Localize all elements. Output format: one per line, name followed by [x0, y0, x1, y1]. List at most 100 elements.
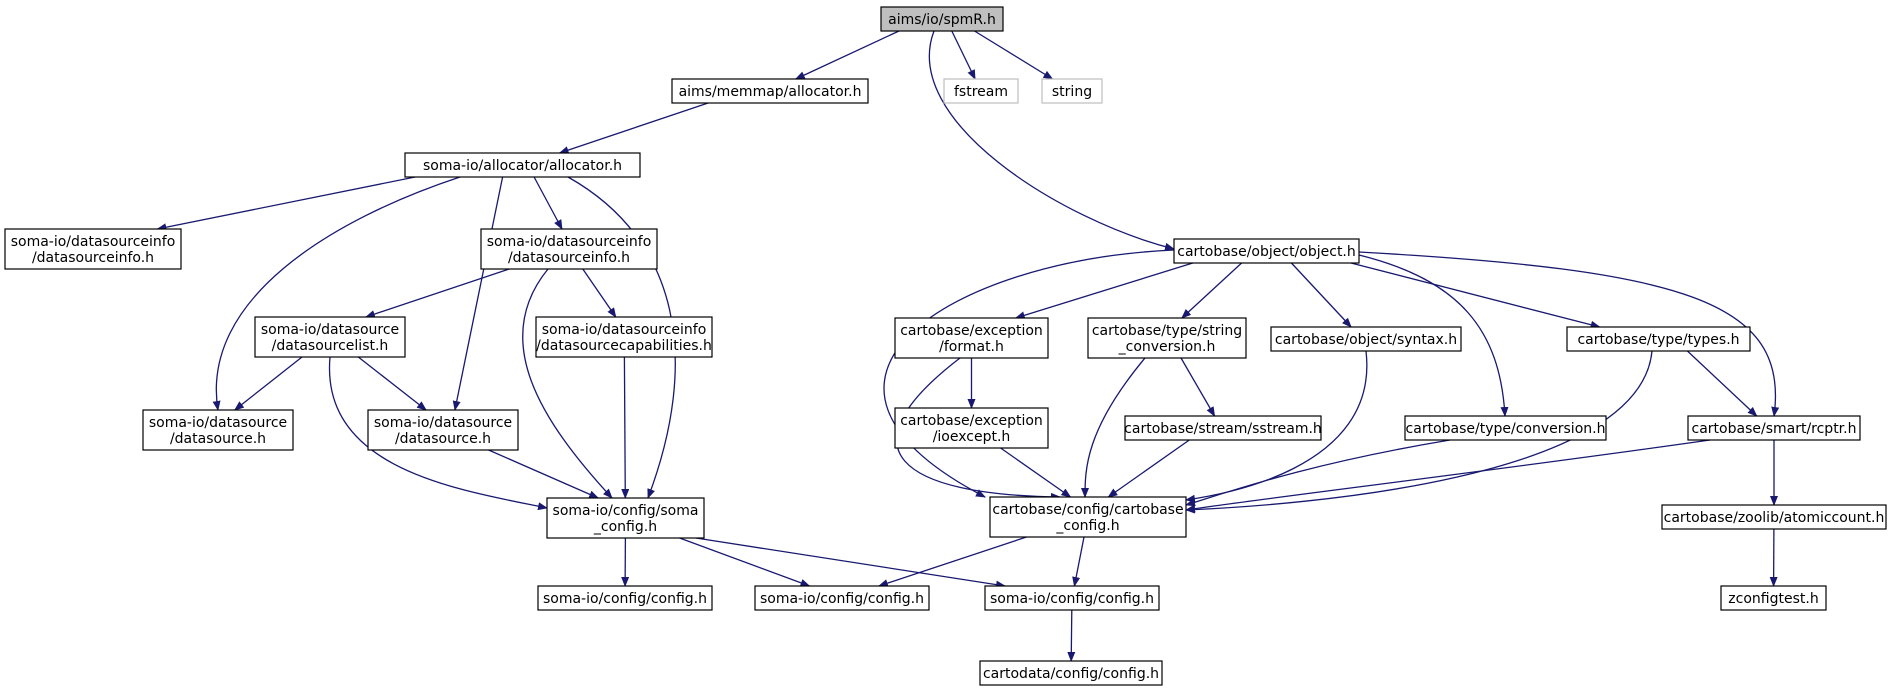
- node-label: string: [1052, 84, 1092, 100]
- node-rcptr[interactable]: cartobase/smart/rcptr.h: [1687, 415, 1861, 441]
- edge-somaalloc-to-dsinfo2: [533, 176, 563, 230]
- node-box: [1720, 585, 1827, 611]
- node-strconv[interactable]: cartobase/type/string_conversion.h: [1087, 317, 1247, 359]
- node-dsinfo1[interactable]: soma-io/datasourceinfo/datasourceinfo.h: [4, 228, 182, 270]
- node-box: [979, 660, 1163, 686]
- node-box: [537, 585, 713, 611]
- edge-dsinfo2-to-somaconfig: [522, 268, 613, 499]
- node-box: [1566, 326, 1751, 352]
- edge-rcptr-to-cbconfig: [1185, 439, 1711, 513]
- node-dsinfo2[interactable]: soma-io/datasourceinfo/datasourceinfo.h: [480, 228, 658, 270]
- node-label: cartobase/stream/sstream.h: [1124, 421, 1322, 437]
- node-label: soma-io/datasource: [374, 415, 512, 431]
- edge-dslist-to-somaconfig: [328, 356, 548, 511]
- edge-sstream-to-cbconfig: [1107, 439, 1190, 498]
- edge-cfg3-to-cartodata: [1067, 609, 1076, 662]
- node-cartodata[interactable]: cartodata/config/config.h: [979, 660, 1163, 686]
- edge-somaconfig-to-cfg2: [679, 537, 811, 587]
- edge-dsinfo2-to-dslist: [364, 268, 510, 318]
- node-label: soma-io/allocator/allocator.h: [423, 158, 622, 174]
- node-label: cartobase/exception: [900, 413, 1043, 429]
- node-box: [4, 228, 182, 270]
- node-types[interactable]: cartobase/type/types.h: [1566, 326, 1751, 352]
- node-ds1[interactable]: soma-io/datasource/datasource.h: [142, 409, 294, 451]
- node-box: [1124, 415, 1322, 441]
- edge-syntax-to-cbconfig: [1185, 350, 1368, 503]
- node-cfg3[interactable]: soma-io/config/config.h: [984, 585, 1160, 611]
- node-box: [1404, 415, 1607, 441]
- node-conversion[interactable]: cartobase/type/conversion.h: [1404, 415, 1607, 441]
- node-somaalloc[interactable]: soma-io/allocator/allocator.h: [404, 152, 641, 178]
- node-somaconfig[interactable]: soma-io/config/soma_config.h: [546, 497, 705, 539]
- edge-spmR-to-memalloc: [794, 30, 900, 80]
- node-cfg1[interactable]: soma-io/config/config.h: [537, 585, 713, 611]
- edge-object-to-conversion: [1358, 254, 1509, 417]
- edge-object-to-types: [1350, 262, 1601, 329]
- node-dslist[interactable]: soma-io/datasource/datasourcelist.h: [254, 316, 406, 358]
- node-box: [367, 409, 519, 451]
- node-spmR[interactable]: aims/io/spmR.h: [880, 6, 1004, 32]
- node-layer: aims/io/spmR.h aims/memmap/allocator.h fst…: [4, 6, 1887, 686]
- edge-memalloc-to-somaalloc: [558, 102, 709, 154]
- node-box: [1041, 78, 1103, 104]
- node-label: cartobase/type/conversion.h: [1406, 421, 1606, 437]
- node-label: /datasource.h: [395, 431, 491, 447]
- node-label: soma-io/datasourceinfo: [11, 234, 176, 250]
- node-object[interactable]: cartobase/object/object.h: [1173, 238, 1360, 264]
- node-sstream[interactable]: cartobase/stream/sstream.h: [1124, 415, 1322, 441]
- node-box: [546, 497, 705, 539]
- node-label: cartobase/exception: [900, 323, 1043, 339]
- node-label: /ioexcept.h: [933, 429, 1011, 445]
- node-cbconfig[interactable]: cartobase/config/cartobase_config.h: [989, 496, 1187, 538]
- node-syntax[interactable]: cartobase/object/syntax.h: [1270, 326, 1462, 352]
- node-box: [535, 316, 713, 358]
- node-dscap[interactable]: soma-io/datasourceinfo/datasourcecapabil…: [535, 316, 713, 358]
- edge-spmR-to-object: [928, 30, 1175, 251]
- node-label: _conversion.h: [1118, 339, 1216, 355]
- node-label: cartobase/type/string: [1092, 323, 1242, 339]
- edge-somaalloc-to-dsinfo1: [156, 176, 416, 232]
- node-label: _config.h: [593, 519, 657, 535]
- node-box: [754, 585, 930, 611]
- node-box: [1661, 504, 1887, 530]
- node-label: zconfigtest.h: [1728, 591, 1818, 607]
- node-box: [142, 409, 294, 451]
- node-box: [894, 317, 1049, 359]
- node-label: soma-io/config/soma: [553, 503, 699, 519]
- node-label: /datasourceinfo.h: [508, 250, 630, 266]
- node-box: [984, 585, 1160, 611]
- node-string[interactable]: string: [1041, 78, 1103, 104]
- node-box: [1270, 326, 1462, 352]
- node-label: /format.h: [939, 339, 1004, 355]
- node-label: cartobase/zoolib/atomiccount.h: [1664, 510, 1885, 526]
- edge-somaalloc-to-ds2: [452, 176, 504, 411]
- edge-somaalloc-to-ds1: [212, 176, 461, 411]
- node-zconfig[interactable]: zconfigtest.h: [1720, 585, 1827, 611]
- node-box: [1087, 317, 1247, 359]
- node-fstream[interactable]: fstream: [943, 78, 1019, 104]
- edge-types-to-rcptr: [1686, 350, 1758, 417]
- edge-strconv-to-cbconfig: [1081, 357, 1146, 498]
- edge-format-to-cbconfig: [896, 357, 1061, 501]
- node-ioexcept[interactable]: cartobase/exception/ioexcept.h: [894, 407, 1049, 449]
- edge-object-to-format: [1014, 262, 1193, 320]
- node-atomic[interactable]: cartobase/zoolib/atomiccount.h: [1661, 504, 1887, 530]
- node-box: [254, 316, 406, 358]
- node-memalloc[interactable]: aims/memmap/allocator.h: [671, 78, 869, 104]
- edge-cbconfig-to-cfg3: [1072, 536, 1085, 587]
- edge-ioexcept-to-cbconfig: [1000, 447, 1072, 498]
- node-label: soma-io/config/config.h: [990, 591, 1154, 607]
- node-label: fstream: [954, 84, 1008, 100]
- node-label: aims/memmap/allocator.h: [679, 84, 862, 100]
- node-format[interactable]: cartobase/exception/format.h: [894, 317, 1049, 359]
- node-box: [671, 78, 869, 104]
- edge-spmR-to-string: [974, 30, 1054, 80]
- edge-object-to-strconv: [1181, 262, 1243, 319]
- node-cfg2[interactable]: soma-io/config/config.h: [754, 585, 930, 611]
- node-box: [894, 407, 1049, 449]
- node-box: [1173, 238, 1360, 264]
- node-ds2[interactable]: soma-io/datasource/datasource.h: [367, 409, 519, 451]
- node-label: cartodata/config/config.h: [983, 666, 1159, 682]
- node-label: cartobase/object/syntax.h: [1275, 332, 1457, 348]
- node-label: soma-io/datasourceinfo: [542, 322, 707, 338]
